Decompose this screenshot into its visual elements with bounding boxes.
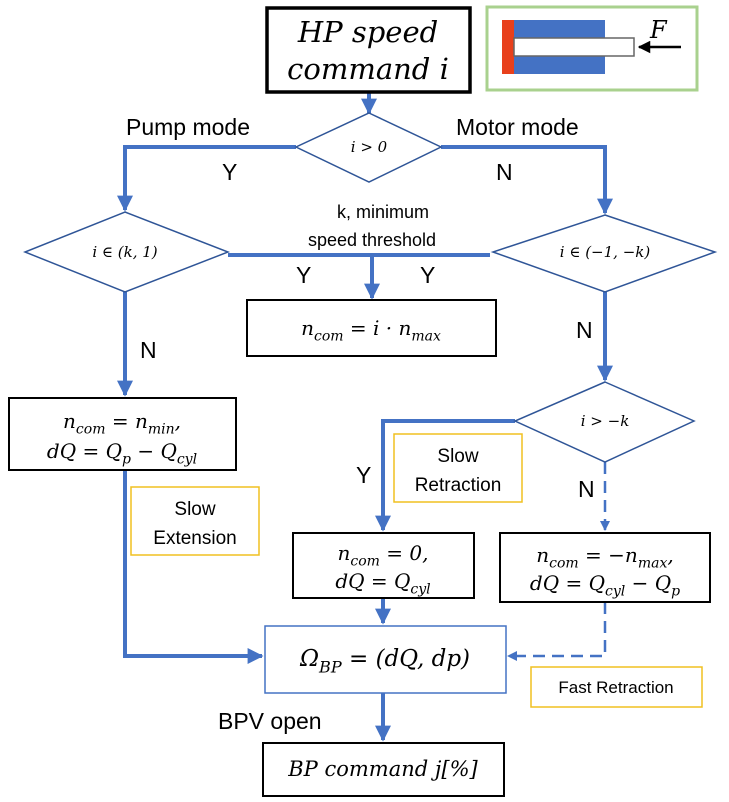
decision-above-neg-k: i > −k xyxy=(513,381,696,463)
flow-labels: Pump mode Motor mode Y N k, minimum spee… xyxy=(126,114,595,734)
decision-i-positive-text: i > 0 xyxy=(351,138,388,156)
process-ncom-zero: ncom​ = 0, dQ = Qcyl​ xyxy=(292,532,475,599)
no-label-motor: N xyxy=(496,159,513,185)
bp-command-text: BP command j[%] xyxy=(287,757,478,781)
dashed-ncom-neg-to-omega xyxy=(507,602,607,661)
process-ncom-min: ncom​ = nmin​, dQ = Qp​ − Qcyl​ xyxy=(8,397,237,471)
pump-mode-label: Pump mode xyxy=(126,114,250,140)
slow-retraction-line1: Slow xyxy=(437,446,478,467)
arrow-d1-to-d2 xyxy=(117,145,296,212)
decision-above-neg-k-text: i > −k xyxy=(581,412,630,430)
ncom-linear-text: ncom​ = i · nmax​ xyxy=(301,316,441,345)
piston-rod xyxy=(513,37,635,57)
line-ncom-min-to-omega xyxy=(123,470,264,664)
cylinder-legend: F xyxy=(485,5,699,92)
bpv-open-label: BPV open xyxy=(218,708,322,734)
no-label-neg-k: N xyxy=(578,476,595,502)
ncom-zero-line1: ncom​ = 0, xyxy=(338,541,429,570)
decision-motor-range: i ∈ (−1, −k) xyxy=(490,214,718,293)
omega-text: ΩBP​ = (dQ, dp) xyxy=(299,646,470,676)
start-line1: HP speed xyxy=(297,15,438,49)
ncom-min-line2: dQ = Qp​ − Qcyl​ xyxy=(47,439,197,468)
note-fast-retraction: Fast Retraction xyxy=(530,666,703,708)
force-label: F xyxy=(649,16,668,44)
yes-label-neg-k: Y xyxy=(356,462,371,488)
start-box: HP speed command i xyxy=(265,6,472,94)
slow-extension-line1: Slow xyxy=(174,499,215,520)
no-label-motor-range: N xyxy=(576,317,593,343)
decision-pump-range-text: i ∈ (k, 1) xyxy=(92,243,157,261)
ncom-neg-line2: dQ = Qcyl​ − Qp​ xyxy=(530,571,680,600)
motor-mode-label: Motor mode xyxy=(456,114,579,140)
slow-extension-line2: Extension xyxy=(153,528,236,549)
no-label-pump-range: N xyxy=(140,337,157,363)
ncom-min-line1: ncom​ = nmin​, xyxy=(63,409,181,438)
decision-i-positive: i > 0 xyxy=(294,112,443,183)
process-ncom-neg: ncom​ = −nmax​, dQ = Qcyl​ − Qp​ xyxy=(499,532,711,603)
decision-motor-range-text: i ∈ (−1, −k) xyxy=(560,243,651,261)
flow-connectors xyxy=(117,92,613,742)
process-ncom-linear: ncom​ = i · nmax​ xyxy=(246,299,497,357)
process-bp-command: BP command j[%] xyxy=(262,742,505,797)
note-slow-retraction: Slow Retraction xyxy=(393,433,523,503)
ncom-neg-line1: ncom​ = −nmax​, xyxy=(536,543,673,572)
note-slow-extension: Slow Extension xyxy=(130,486,260,556)
yes-label-center-left: Y xyxy=(296,262,311,288)
threshold-line2: speed threshold xyxy=(308,230,436,250)
decision-pump-range: i ∈ (k, 1) xyxy=(22,211,231,293)
cylinder-end-cap xyxy=(502,20,514,74)
yes-label-pump: Y xyxy=(222,159,237,185)
fast-retraction-text: Fast Retraction xyxy=(558,678,673,697)
dashed-connectors xyxy=(507,462,610,661)
yes-label-center-right: Y xyxy=(420,262,435,288)
arrow-d4-to-ncom-zero xyxy=(375,419,515,532)
slow-retraction-line2: Retraction xyxy=(415,475,502,496)
threshold-line1: k, minimum xyxy=(337,202,429,222)
ncom-zero-line2: dQ = Qcyl​ xyxy=(335,569,430,598)
arrow-d1-to-d3 xyxy=(441,145,613,215)
process-omega: ΩBP​ = (dQ, dp) xyxy=(264,625,507,694)
start-line2: command i xyxy=(287,52,449,86)
